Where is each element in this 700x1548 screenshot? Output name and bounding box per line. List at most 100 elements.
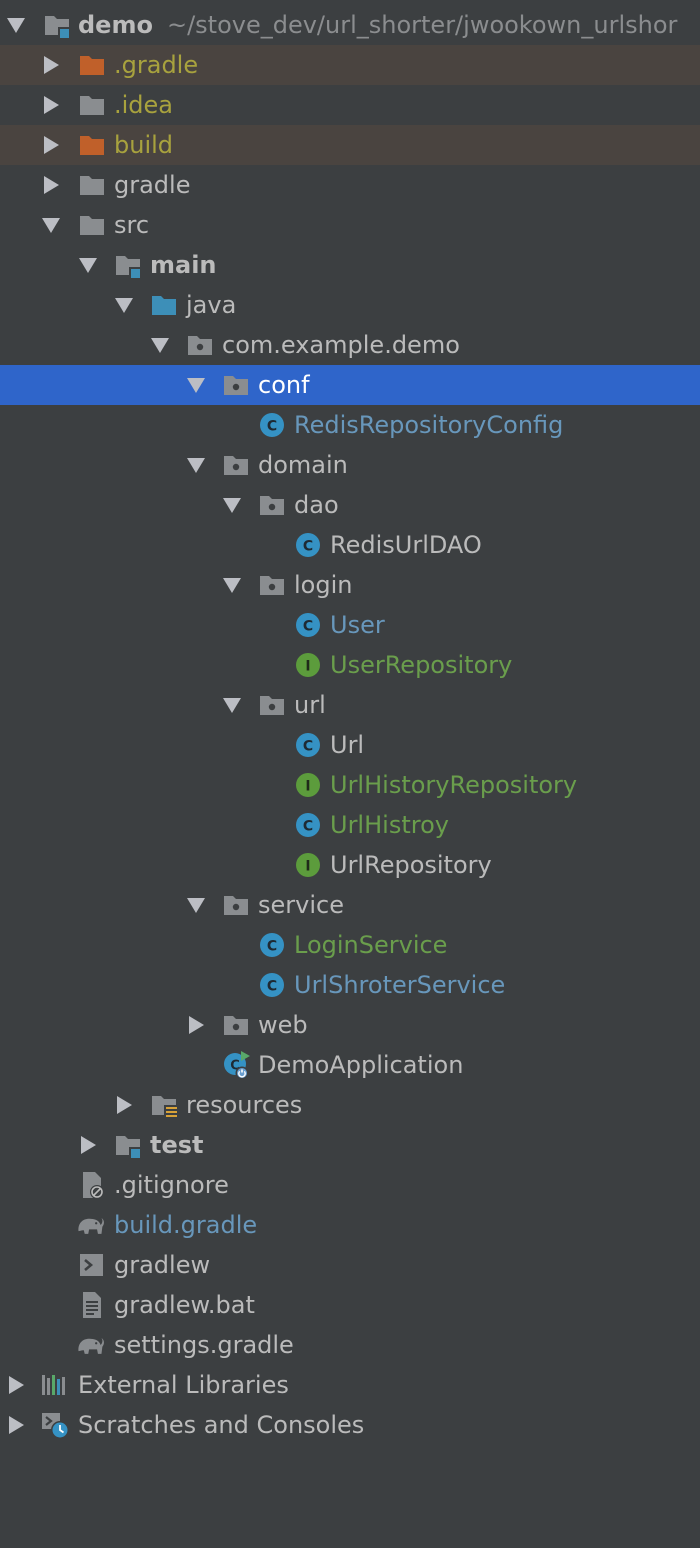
svg-text:C: C: [230, 1059, 240, 1074]
tree-item-label: web: [258, 1011, 308, 1039]
collapse-arrow-icon[interactable]: [5, 1414, 27, 1436]
tree-item-idea[interactable]: .idea: [0, 85, 700, 125]
tree-item-url-history-repository[interactable]: UrlHistoryRepository: [0, 765, 700, 805]
folder-icon: [77, 210, 107, 240]
tree-item-label: conf: [258, 371, 310, 399]
expand-arrow-icon[interactable]: [185, 454, 207, 476]
expand-arrow-icon[interactable]: [5, 14, 27, 36]
tree-item-label: UserRepository: [330, 651, 513, 679]
tree-item-gradle[interactable]: gradle: [0, 165, 700, 205]
tree-item-gitignore[interactable]: .gitignore: [0, 1165, 700, 1205]
expand-arrow-icon[interactable]: [185, 374, 207, 396]
tree-item-scratches-and-consoles[interactable]: Scratches and Consoles: [0, 1405, 700, 1445]
class-icon: [293, 530, 323, 560]
expand-arrow-icon[interactable]: [221, 494, 243, 516]
tree-item-label: DemoApplication: [258, 1051, 464, 1079]
tree-item-build-gradle[interactable]: build.gradle: [0, 1205, 700, 1245]
interface-icon: [293, 650, 323, 680]
tree-item-url-repository[interactable]: UrlRepository: [0, 845, 700, 885]
package-icon: [185, 330, 215, 360]
tree-item-url-package[interactable]: url: [0, 685, 700, 725]
tree-item-label: gradle: [114, 171, 191, 199]
class-icon: [293, 730, 323, 760]
tree-item-label: gradlew: [114, 1251, 211, 1279]
tree-item-main[interactable]: main: [0, 245, 700, 285]
collapse-arrow-icon[interactable]: [113, 1094, 135, 1116]
excluded-folder-icon: [77, 130, 107, 160]
package-icon: [257, 570, 287, 600]
tree-item-dao[interactable]: dao: [0, 485, 700, 525]
scratches-icon: [42, 1413, 69, 1439]
tree-item-build[interactable]: build: [0, 125, 700, 165]
tree-item-gradlew-bat[interactable]: gradlew.bat: [0, 1285, 700, 1325]
class-icon: [257, 410, 287, 440]
tree-item-gradlew[interactable]: gradlew: [0, 1245, 700, 1285]
collapse-arrow-icon[interactable]: [40, 174, 62, 196]
module-folder-icon: [113, 1130, 143, 1160]
tree-item-label: .idea: [114, 91, 174, 119]
tree-item-settings-gradle[interactable]: settings.gradle: [0, 1325, 700, 1365]
package-icon: [221, 1010, 251, 1040]
module-folder-icon: [113, 250, 143, 280]
package-icon: [257, 490, 287, 520]
tree-item-label: build: [114, 131, 174, 159]
tree-item-label: User: [330, 611, 385, 639]
package-icon: [221, 890, 251, 920]
tree-item-redis-url-dao[interactable]: RedisUrlDAO: [0, 525, 700, 565]
tree-item-demo-application[interactable]: C DemoApplication: [0, 1045, 700, 1085]
tree-item-external-libraries[interactable]: External Libraries: [0, 1365, 700, 1405]
tree-item-login[interactable]: login: [0, 565, 700, 605]
spring-boot-application-icon: C: [224, 1051, 250, 1080]
expand-arrow-icon[interactable]: [221, 694, 243, 716]
tree-item-label: .gradle: [114, 51, 199, 79]
tree-item-test[interactable]: test: [0, 1125, 700, 1165]
tree-item-label: RedisUrlDAO: [330, 531, 482, 559]
collapse-arrow-icon[interactable]: [77, 1134, 99, 1156]
gradle-elephant-icon: [78, 1337, 104, 1354]
tree-item-label: UrlShroterService: [294, 971, 506, 999]
collapse-arrow-icon[interactable]: [40, 134, 62, 156]
expand-arrow-icon[interactable]: [185, 894, 207, 916]
tree-item-src[interactable]: src: [0, 205, 700, 245]
tree-item-url-shroter-service[interactable]: UrlShroterService: [0, 965, 700, 1005]
tree-item-conf[interactable]: conf: [0, 365, 700, 405]
tree-item-dot-gradle[interactable]: .gradle: [0, 45, 700, 85]
tree-item-label: External Libraries: [78, 1371, 289, 1399]
package-icon: [221, 370, 251, 400]
expand-arrow-icon[interactable]: [221, 574, 243, 596]
tree-item-redis-repository-config[interactable]: RedisRepositoryConfig: [0, 405, 700, 445]
collapse-arrow-icon[interactable]: [40, 94, 62, 116]
excluded-folder-icon: [77, 50, 107, 80]
source-folder-icon: [149, 290, 179, 320]
tree-item-user[interactable]: User: [0, 605, 700, 645]
tree-item-label: demo~/stove_dev/url_shorter/jwookown_url…: [78, 11, 678, 39]
class-icon: [293, 810, 323, 840]
gradle-elephant-icon: [78, 1217, 104, 1234]
tree-item-web[interactable]: web: [0, 1005, 700, 1045]
tree-item-label: domain: [258, 451, 348, 479]
collapse-arrow-icon[interactable]: [5, 1374, 27, 1396]
module-folder-icon: [42, 10, 72, 40]
tree-item-com-example-demo[interactable]: com.example.demo: [0, 325, 700, 365]
collapse-arrow-icon[interactable]: [40, 54, 62, 76]
tree-item-resources[interactable]: resources: [0, 1085, 700, 1125]
expand-arrow-icon[interactable]: [77, 254, 99, 276]
tree-item-url-histroy[interactable]: UrlHistroy: [0, 805, 700, 845]
tree-item-url-class[interactable]: Url: [0, 725, 700, 765]
tree-item-service[interactable]: service: [0, 885, 700, 925]
resources-folder-icon: [152, 1096, 178, 1119]
expand-arrow-icon[interactable]: [149, 334, 171, 356]
tree-item-demo[interactable]: demo~/stove_dev/url_shorter/jwookown_url…: [0, 5, 700, 45]
ignore-file-icon: [83, 1172, 104, 1199]
shell-script-icon: [80, 1254, 103, 1276]
expand-arrow-icon[interactable]: [113, 294, 135, 316]
tree-item-user-repository[interactable]: UserRepository: [0, 645, 700, 685]
tree-item-domain[interactable]: domain: [0, 445, 700, 485]
tree-item-label: test: [150, 1131, 204, 1159]
collapse-arrow-icon[interactable]: [185, 1014, 207, 1036]
expand-arrow-icon[interactable]: [40, 214, 62, 236]
tree-item-label: src: [114, 211, 150, 239]
tree-item-java[interactable]: java: [0, 285, 700, 325]
tree-item-login-service[interactable]: LoginService: [0, 925, 700, 965]
